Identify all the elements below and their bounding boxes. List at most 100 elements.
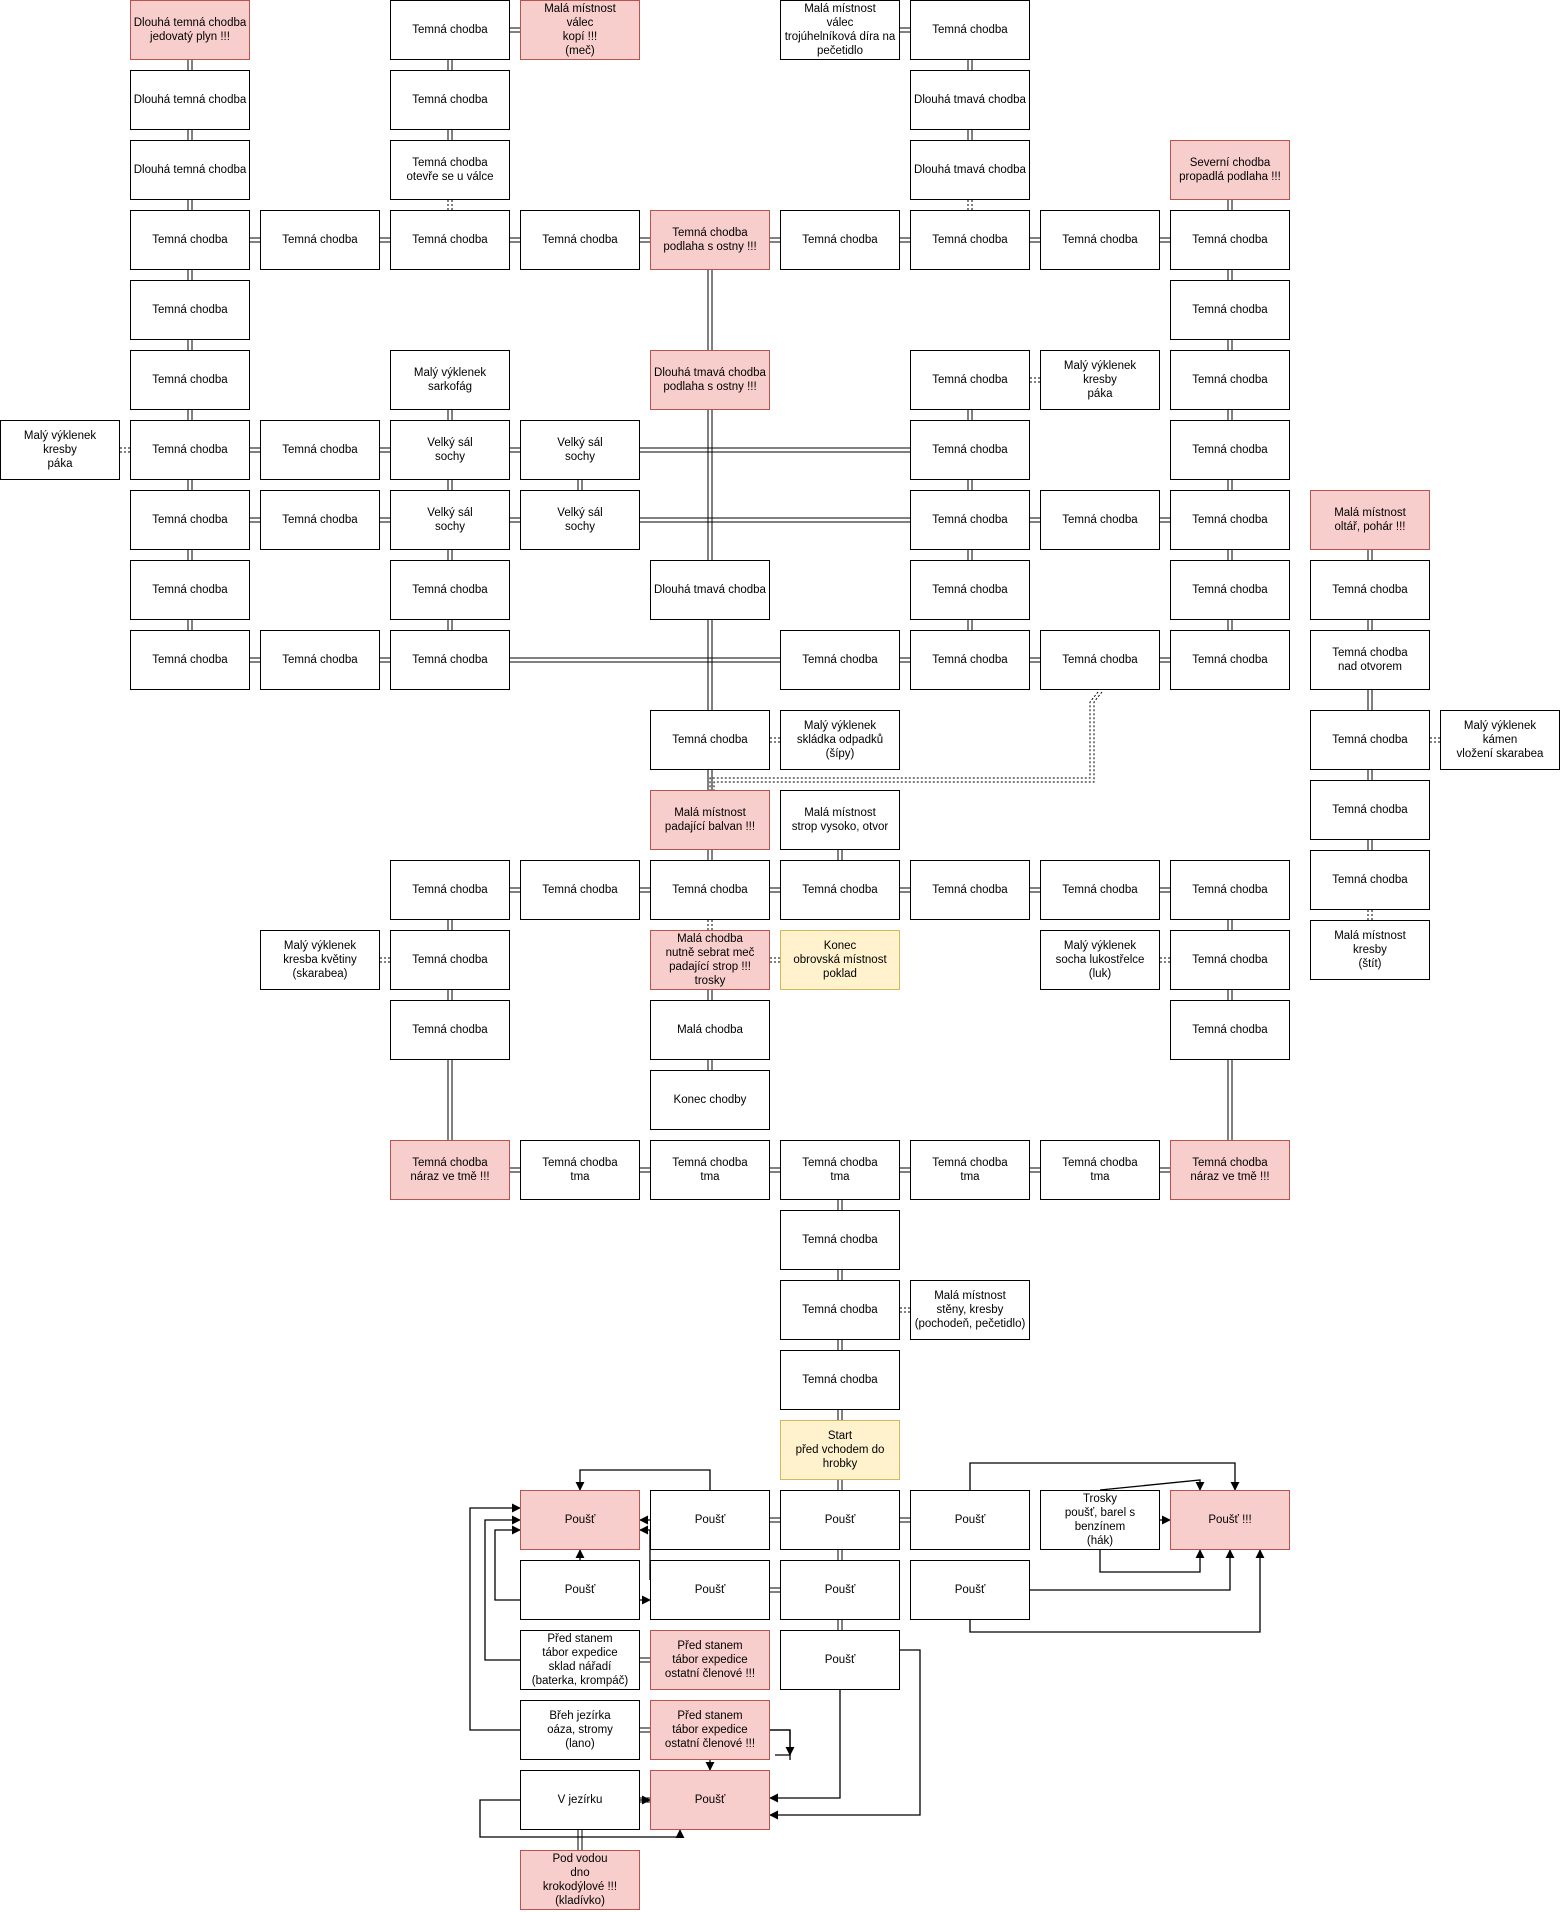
node-d5c: Poušť [780, 1630, 900, 1690]
node-s5c: Temná chodba [780, 1350, 900, 1410]
node-c0r6: Temná chodba [130, 420, 250, 480]
node-c8r7: Temná chodba [1170, 490, 1290, 550]
node-d5a: Poušť [780, 1490, 900, 1550]
node-d3f: Pod vodou dno krokodýlové !!! (kladívko) [520, 1850, 640, 1910]
node-m2g: Temná chodba náraz ve tmě !!! [390, 1140, 510, 1200]
node-start: Start před vchodem do hrobky [780, 1420, 900, 1480]
connector-228 [639, 1525, 651, 1580]
node-m5a: Malý výklenek skládka odpadků (šípy) [780, 710, 900, 770]
connector-238 [1030, 1549, 1235, 1591]
node-c6r0: Temná chodba [910, 0, 1030, 60]
node-c4r5: Dlouhá tmavá chodba podlaha s ostny !!! [650, 350, 770, 410]
node-m6c: Temná chodba [910, 860, 1030, 920]
node-d4b: Poušť [650, 1560, 770, 1620]
node-d4d: Před stanem tábor expedice ostatní členo… [650, 1700, 770, 1760]
node-d4c: Před stanem tábor expedice ostatní členo… [650, 1630, 770, 1690]
node-c0r8: Temná chodba [130, 560, 250, 620]
node-c9c: Temná chodba [1310, 850, 1430, 910]
node-c1r6: Temná chodba [260, 420, 380, 480]
node-c6r2: Dlouhá tmavá chodba [910, 140, 1030, 200]
node-m4d: Malá chodba nutně sebrat meč padající st… [650, 930, 770, 990]
node-c2r0: Temná chodba [390, 0, 510, 60]
connector-237 [1099, 1549, 1205, 1573]
node-c0r4: Temná chodba [130, 280, 250, 340]
connector-245 [769, 1649, 921, 1820]
node-c8r2: Severní chodba propadlá podlaha !!! [1170, 140, 1290, 200]
node-c6r9: Temná chodba [910, 630, 1030, 690]
node-c3r7: Velký sál sochy [520, 490, 640, 550]
node-c4r8: Dlouhá tmavá chodba [650, 560, 770, 620]
connector-138 [709, 691, 1099, 792]
node-c1r3: Temná chodba [260, 210, 380, 270]
node-d4e: Poušť [650, 1770, 770, 1830]
connector-234 [969, 1462, 1240, 1491]
node-m7d: Malý výklenek socha lukostřelce (luk) [1040, 930, 1160, 990]
node-c10a: Malý výklenek kámen vložení skarabea [1440, 710, 1560, 770]
node-left6: Malý výklenek kresby páka [0, 420, 120, 480]
node-c6r3: Temná chodba [910, 210, 1030, 270]
node-s5a: Temná chodba [780, 1210, 900, 1270]
node-s6b: Malá místnost stěny, kresby (pochodeň, p… [910, 1280, 1030, 1340]
node-c6r8: Temná chodba [910, 560, 1030, 620]
node-m4b: Malá místnost padající balvan !!! [650, 790, 770, 850]
node-d3e: V jezírku [520, 1770, 640, 1830]
node-c6r6: Temná chodba [910, 420, 1030, 480]
node-c9a: Temná chodba [1310, 710, 1430, 770]
node-m5c: Temná chodba [780, 860, 900, 920]
node-c0r7: Temná chodba [130, 490, 250, 550]
connector-244 [769, 1690, 841, 1803]
node-c0r0: Dlouhá temná chodba jedovatý plyn !!! [130, 0, 250, 60]
node-m4g: Temná chodba tma [650, 1140, 770, 1200]
node-d6b: Poušť [910, 1560, 1030, 1620]
node-d3b: Poušť [520, 1560, 640, 1620]
node-c0r9: Temná chodba [130, 630, 250, 690]
node-c6r7: Temná chodba [910, 490, 1030, 550]
node-c0r3: Temná chodba [130, 210, 250, 270]
node-c7r9: Temná chodba [1040, 630, 1160, 690]
connector-241 [770, 1729, 791, 1756]
node-c2r7: Velký sál sochy [390, 490, 510, 550]
node-d5b: Poušť [780, 1560, 900, 1620]
connector-226 [575, 1469, 711, 1491]
node-c5r9: Temná chodba [780, 630, 900, 690]
node-c5r3: Temná chodba [780, 210, 900, 270]
node-s5b: Temná chodba [780, 1280, 900, 1340]
node-d7a: Trosky poušť, barel s benzínem (hák) [1040, 1490, 1160, 1550]
node-m4e: Malá chodba [650, 1000, 770, 1060]
node-c2r6: Velký sál sochy [390, 420, 510, 480]
node-c9r7: Malá místnost oltář, pohár !!! [1310, 490, 1430, 550]
node-c8r6: Temná chodba [1170, 420, 1290, 480]
node-c8r4: Temná chodba [1170, 280, 1290, 340]
node-c5r0: Malá místnost válec trojúhelníková díra … [780, 0, 900, 60]
node-c8r9: Temná chodba [1170, 630, 1290, 690]
node-c8r3: Temná chodba [1170, 210, 1290, 270]
node-m6g: Temná chodba tma [910, 1140, 1030, 1200]
node-m5b: Malá místnost strop vysoko, otvor [780, 790, 900, 850]
node-m2c: Temná chodba [390, 860, 510, 920]
node-d8a: Poušť !!! [1170, 1490, 1290, 1550]
node-m8g: Temná chodba náraz ve tmě !!! [1170, 1140, 1290, 1200]
node-c0r5: Temná chodba [130, 350, 250, 410]
node-c2r2: Temná chodba otevře se u válce [390, 140, 510, 200]
node-m8c: Temná chodba [1170, 860, 1290, 920]
node-m4c: Temná chodba [650, 860, 770, 920]
node-d3c: Před stanem tábor expedice sklad nářadí … [520, 1630, 640, 1690]
node-d4a: Poušť [650, 1490, 770, 1550]
node-c4r3: Temná chodba podlaha s ostny !!! [650, 210, 770, 270]
node-c6r5: Temná chodba [910, 350, 1030, 410]
node-c6r1: Dlouhá tmavá chodba [910, 70, 1030, 130]
node-m5d: Konec obrovská místnost poklad [780, 930, 900, 990]
node-c2r1: Temná chodba [390, 70, 510, 130]
node-c9r9: Temná chodba nad otvorem [1310, 630, 1430, 690]
node-m3c: Temná chodba [520, 860, 640, 920]
node-c0r2: Dlouhá temná chodba [130, 140, 250, 200]
node-m4a: Temná chodba [650, 710, 770, 770]
node-c2r8: Temná chodba [390, 560, 510, 620]
node-c9d: Malá místnost kresby (štít) [1310, 920, 1430, 980]
connector-232 [484, 1515, 521, 1661]
connector-239 [969, 1549, 1265, 1633]
node-c2r9: Temná chodba [390, 630, 510, 690]
node-m7g: Temná chodba tma [1040, 1140, 1160, 1200]
